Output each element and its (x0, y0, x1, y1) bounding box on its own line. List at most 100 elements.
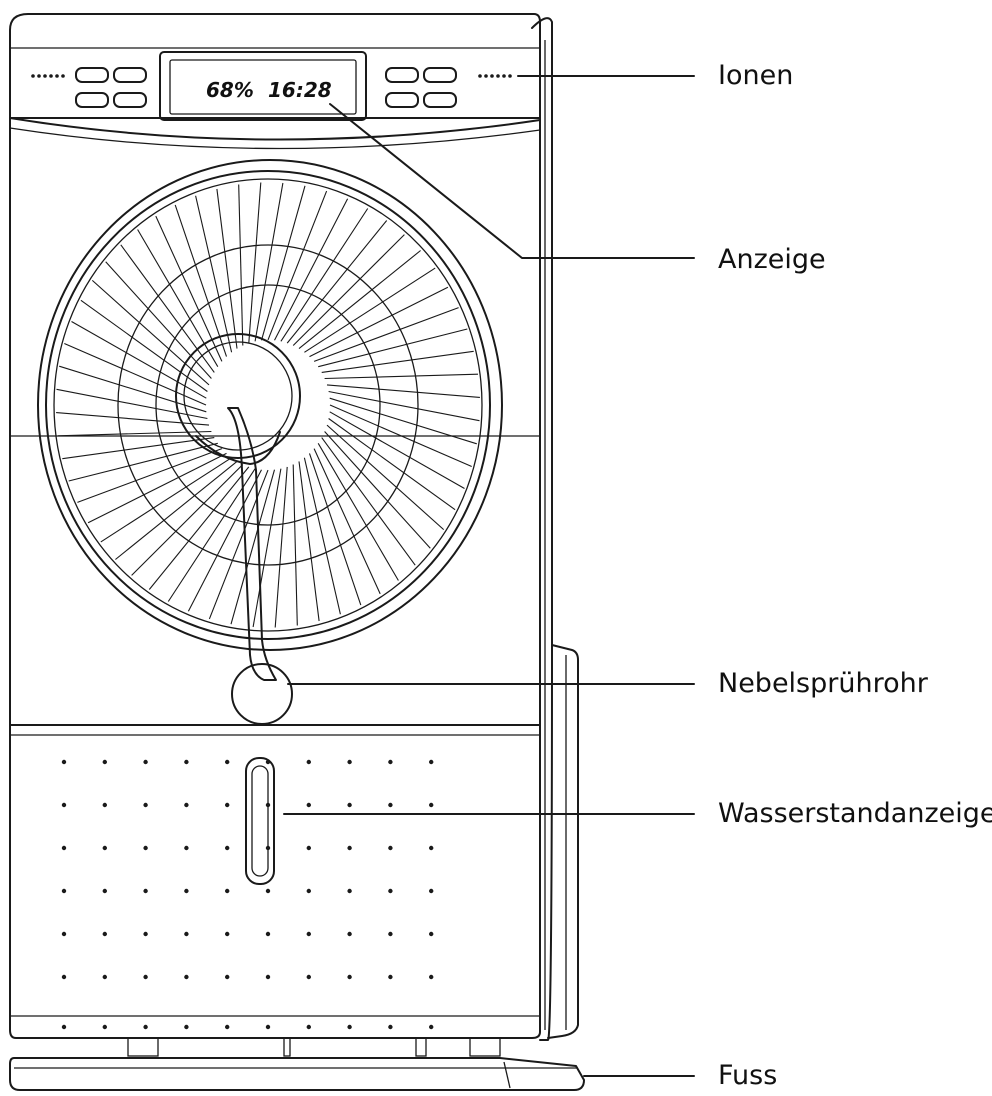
fan-blade (313, 307, 459, 362)
fan-blade (230, 469, 276, 625)
label-fuss: Fuss (718, 1060, 778, 1091)
fan-blade (187, 469, 262, 612)
fan-blade (292, 234, 405, 346)
fan-blade (326, 424, 445, 531)
tank-hole (429, 845, 434, 851)
fan-blade (254, 182, 284, 342)
tank-hole (143, 802, 148, 808)
tank-hole (388, 931, 393, 937)
lcd-display: 68% 16:28 (159, 51, 367, 121)
control-button (423, 67, 457, 83)
tank-hole (429, 931, 434, 937)
tank-hole (143, 931, 148, 937)
fan-blade (280, 208, 369, 342)
tank-hole (61, 845, 67, 851)
fan-blade (318, 328, 468, 368)
fan-blade (71, 321, 207, 399)
tank-hole (143, 1024, 148, 1030)
fan-grill (56, 182, 480, 628)
tank-hole (429, 888, 434, 894)
tank-hole (388, 1024, 393, 1030)
label-ionen: Ionen (718, 60, 794, 91)
fan-blade (324, 431, 431, 549)
ion-dots-right (478, 74, 512, 78)
lcd-time: 16:28 (268, 78, 332, 102)
tank-hole (102, 888, 108, 894)
tank-hole (347, 1024, 352, 1030)
tank-hole (61, 1024, 67, 1030)
tank-hole (61, 802, 67, 808)
tank-hole (225, 1024, 230, 1030)
tank-hole (184, 845, 189, 851)
tank-hole (429, 759, 434, 765)
fan-blade (321, 437, 416, 566)
fan-blade (298, 461, 320, 622)
tank-hole (143, 845, 148, 851)
fan-blade (155, 215, 223, 362)
tank-hole (347, 931, 352, 937)
tank-hole (225, 888, 230, 894)
fan-blade (120, 244, 215, 373)
fan-blade (195, 195, 233, 353)
control-button (113, 92, 147, 108)
fan-blade (115, 460, 238, 560)
tank-hole (306, 931, 311, 937)
label-nebelspruehrohr: Nebelsprührohr (718, 668, 928, 699)
fan-blade (100, 457, 232, 543)
fan-blade (167, 468, 256, 602)
fan-blade (238, 184, 244, 346)
unit-body (9, 13, 541, 1039)
control-button (385, 67, 419, 83)
fan-blade (326, 384, 480, 398)
tank-hole (184, 759, 189, 765)
tank-hole (102, 931, 108, 937)
tank-hole (265, 1024, 271, 1030)
tank-hole (388, 802, 393, 808)
tank-hole (347, 759, 352, 765)
fan-blade (328, 390, 480, 422)
tank-hole (347, 845, 352, 851)
fan-blade (274, 198, 349, 341)
tank-hole (347, 974, 352, 980)
fan-blade (292, 464, 298, 626)
tank-hole (306, 888, 311, 894)
tank-hole (225, 759, 230, 765)
tank-hole (61, 931, 67, 937)
tank-hole (184, 931, 189, 937)
tank-hole (102, 1024, 108, 1030)
fan-blade (131, 464, 244, 576)
tank-hole (225, 974, 230, 980)
side-panel (531, 17, 579, 1041)
tank-hole (429, 802, 434, 808)
fan-blade (77, 448, 223, 503)
tank-hole (388, 974, 393, 980)
fan-blade (80, 299, 208, 392)
fan-blade (309, 286, 449, 358)
tank-hole (306, 974, 311, 980)
tank-hole (143, 759, 148, 765)
water-level-window (245, 757, 275, 885)
tank-hole (143, 974, 148, 980)
fan-blade (252, 468, 282, 628)
fan-blade (298, 250, 421, 350)
tank-hole (429, 974, 434, 980)
fan-blade (56, 388, 208, 420)
fan-blade (64, 342, 207, 406)
fan-blade (56, 412, 210, 426)
base-foot (9, 1037, 585, 1091)
tank-hole (306, 802, 311, 808)
fan-blade (321, 350, 474, 373)
fan-blade (148, 466, 250, 590)
tank-hole (225, 845, 230, 851)
tank-hole (306, 1024, 311, 1030)
fan-blade (304, 267, 436, 353)
tank-hole (184, 1024, 189, 1030)
fan-assembly (37, 159, 503, 651)
fan-blade (317, 443, 399, 581)
tank-hole (102, 974, 108, 980)
tank-hole (388, 845, 393, 851)
control-button (75, 92, 109, 108)
tank-hole (61, 759, 67, 765)
tank-hole (225, 802, 230, 808)
tank-hole (306, 845, 311, 851)
